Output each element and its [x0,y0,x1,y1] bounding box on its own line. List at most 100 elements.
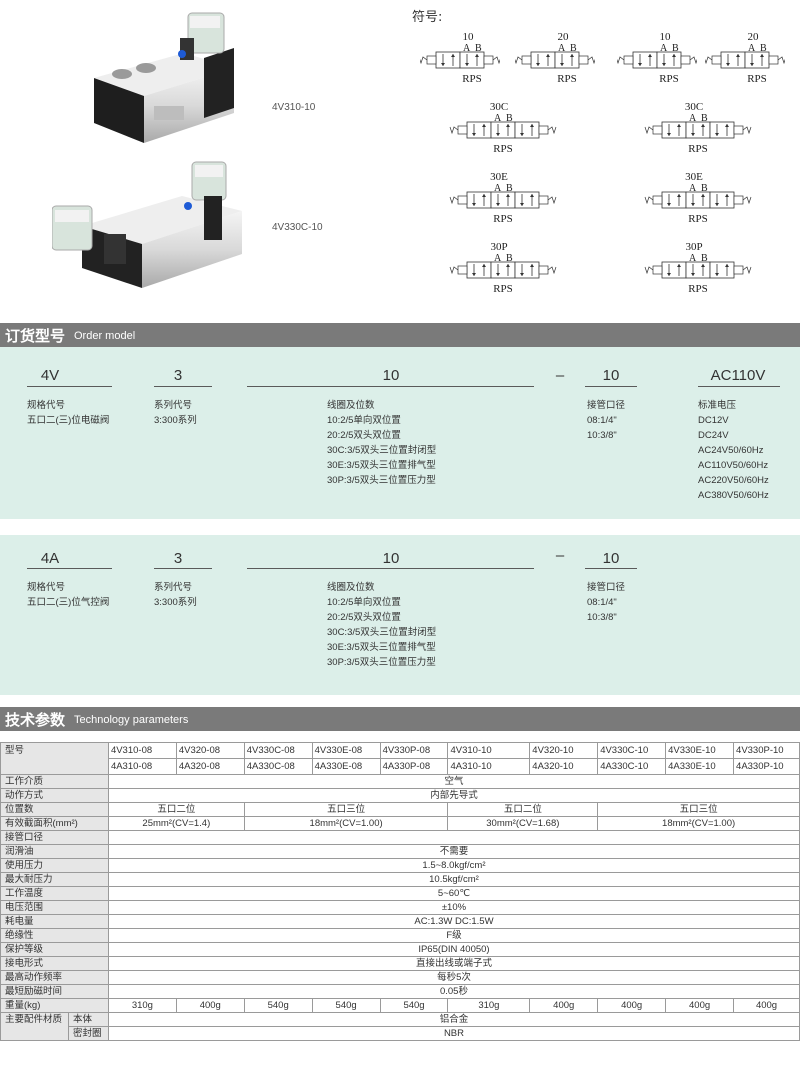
port-a-label: A [660,43,668,54]
arrow-head [496,203,500,206]
arrow-head [701,194,705,197]
row-value: 直接出线或端子式 [107,956,800,971]
arrow-head [506,264,510,267]
arrow-head [536,63,540,66]
arrow-head [472,203,476,206]
port-b-label: B [701,183,708,194]
valve-cell [466,191,492,209]
actuator-left [711,55,722,65]
valve-cell [466,261,492,279]
port-a-label: A [494,183,502,194]
arrow-head [677,124,681,127]
actuator-right [733,125,744,135]
actuator-right [768,55,779,65]
row-weight: 重量(kg) 310g 400g 540g 540g 540g 310g 400… [0,998,800,1013]
arrow-head [715,203,719,206]
model-cell: 4V330E-10 [665,742,735,759]
row-value: 五口三位 [243,802,449,817]
arrow-head [736,54,740,57]
model-cell: 4A330P-10 [733,758,800,775]
code-series-underline [27,386,112,387]
order-title-en: Order model [74,330,136,342]
actuator-left [426,55,437,65]
code-port-pneu: 10 [602,550,620,567]
row-value: 18mm²(CV=1.00) [243,816,449,831]
spring-right [777,56,785,65]
actuator-right [538,125,549,135]
arrow-head [546,54,550,57]
arrow-head [691,203,695,206]
valve-cell [685,261,711,279]
row-value: NBR [107,1026,800,1041]
arrow-head [530,194,534,197]
model-cell: 4V310-08 [107,742,177,759]
spring-left [449,126,459,135]
arrow-head [715,273,719,276]
symbol-caption: RPS [557,73,577,85]
actuator-left [652,125,663,135]
row-label: 接电形式 [0,956,109,971]
arrow-head [530,264,534,267]
code-dash: – [555,367,565,384]
row-label: 润滑油 [0,844,109,859]
symbol-code: 30P [685,241,702,253]
arrow-head [701,124,705,127]
arrow-head [520,273,524,276]
spring-left [420,56,428,65]
port-b-label: B [760,43,767,54]
weight-cell: 540g [379,998,449,1013]
port-b-label: B [506,113,513,124]
row-value: 每秒5次 [107,970,800,985]
code-port-pneu-underline [585,568,637,569]
actuator-right [578,55,589,65]
code-voltage-underline [698,386,780,387]
port-b-label: B [475,43,482,54]
valve-cell [709,191,735,209]
row-value: F级 [107,928,800,943]
valve-cell [632,51,658,69]
row-power: 耗电量 AC:1.3W DC:1.5W [0,914,800,929]
row-positions: 位置数 五口二位 五口三位 五口二位 五口三位 [0,802,800,817]
arrow-head [691,133,695,136]
valve-cell [709,121,735,139]
row-material-seal: 密封圈 NBR [1,1026,800,1041]
actuator-left [652,265,663,275]
row-value: 铝合金 [107,1012,800,1027]
port-b-label: B [672,43,679,54]
spring-right [547,266,557,275]
actuator-left [623,55,634,65]
arrow-head [506,194,510,197]
row-value: IP65(DIN 40050) [107,942,800,957]
symbol-caption: RPS [462,73,482,85]
arrow-head [482,124,486,127]
arrow-head [667,133,671,136]
symbol-caption: RPS [688,213,708,225]
valve-cell [661,121,687,139]
actuator-right [680,55,691,65]
code-coil-pneu: 10 [382,550,400,567]
weight-cell: 540g [311,998,381,1013]
valve-cell [744,51,770,69]
actuator-right [733,265,744,275]
spring-left [644,196,654,205]
model-cell: 4V330P-10 [733,742,800,759]
arrow-head [520,133,524,136]
valve-cell [490,121,516,139]
valve-cell [685,191,711,209]
row-value: 18mm²(CV=1.00) [597,816,800,831]
code-coil: 10 [382,367,400,384]
model-cell: 4V320-08 [175,742,245,759]
code-size-underline [154,386,212,387]
actuator-left [652,195,663,205]
row-value: 五口三位 [597,802,800,817]
port-b-label: B [570,43,577,54]
port-a-label: A [689,183,697,194]
row-label: 重量(kg) [0,998,109,1013]
row-value: 五口二位 [447,802,599,817]
arrow-head [638,63,642,66]
